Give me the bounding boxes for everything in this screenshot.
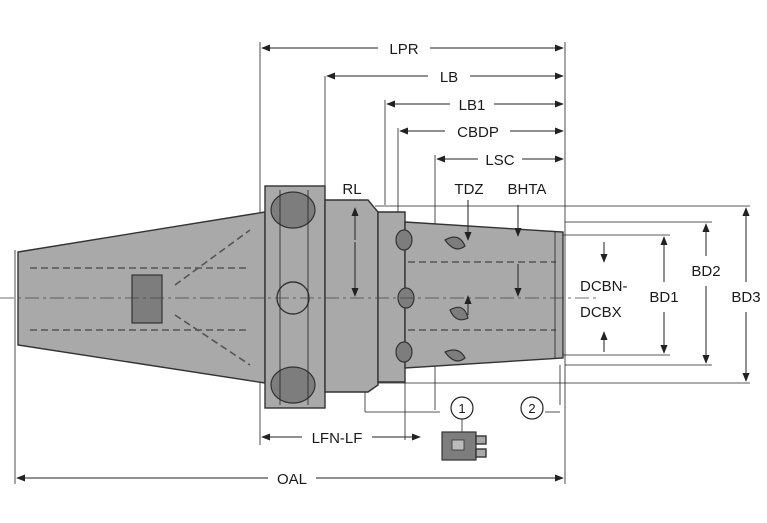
callout-1-label: 1 <box>458 401 465 416</box>
nose-section <box>395 221 564 369</box>
dimension-labels: LPR LB LB1 CBDP LSC RL TDZ BHTA DCBN- DC… <box>277 41 761 488</box>
callout-2 <box>520 396 544 420</box>
label-lfn-lf: LFN-LF <box>312 430 363 447</box>
callout-1 <box>441 396 487 461</box>
callout-2-label: 2 <box>528 401 535 416</box>
label-lb: LB <box>440 69 458 86</box>
label-rl: RL <box>342 181 361 198</box>
horizontal-dimensions <box>16 44 564 482</box>
label-lsc: LSC <box>485 152 514 169</box>
label-dcbx: DCBX <box>580 304 622 321</box>
label-bhta: BHTA <box>508 181 547 198</box>
label-cbdp: CBDP <box>457 124 499 141</box>
screw-part-icon <box>441 431 487 461</box>
label-oal: OAL <box>277 471 307 488</box>
body-neck <box>324 199 406 393</box>
label-lb1: LB1 <box>459 97 486 114</box>
label-tdz: TDZ <box>454 181 483 198</box>
flange <box>264 185 326 409</box>
label-dcbn: DCBN- <box>580 278 628 295</box>
label-lpr: LPR <box>389 41 418 58</box>
label-bd1: BD1 <box>649 289 678 306</box>
label-bd3: BD3 <box>731 289 760 306</box>
vertical-dimensions <box>351 200 750 382</box>
taper-shank <box>17 211 266 384</box>
label-bd2: BD2 <box>691 263 720 280</box>
